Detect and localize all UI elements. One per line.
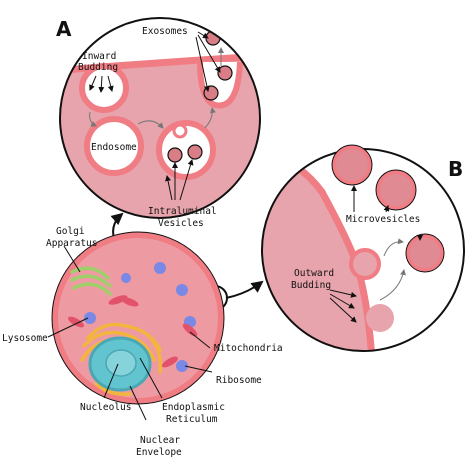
inward-budding-label: Inward (82, 51, 116, 62)
panel-b-letter: B (448, 157, 463, 181)
arrow-mvb-to-surface (204, 107, 216, 129)
exosomes-label: Exosomes (142, 26, 188, 37)
ilv-budding (172, 123, 188, 139)
ribosome-label: Ribosome (216, 375, 262, 386)
golgi-label-2: Apparatus (46, 238, 97, 249)
connector-to-panel-b (225, 280, 264, 299)
ilv-1 (167, 147, 183, 163)
arrow-outward-flow (379, 269, 406, 301)
nuclear-envelope-label-2: Envelope (136, 447, 182, 458)
lysosome-organelle-6 (121, 273, 131, 283)
lysosome-organelle-3 (176, 284, 188, 296)
lysosome-label: Lysosome (2, 333, 48, 344)
panel-b-zoom-circle (261, 144, 465, 352)
mitochondrion-4 (162, 356, 178, 368)
microvesicle-1 (332, 145, 372, 185)
outward-bud (349, 248, 381, 280)
microvesicles-label: Microvesicles (346, 214, 420, 225)
outward-budding-label-2: Budding (291, 280, 331, 291)
exosome-in-pocket-2 (217, 65, 233, 81)
cell (47, 212, 264, 421)
arrow-bud-release (383, 238, 404, 257)
nucleolus-organelle (105, 349, 137, 377)
er-label-2: Reticulum (166, 414, 218, 425)
exosome-in-pocket-1 (203, 85, 219, 101)
panel-a-letter: A (56, 17, 72, 41)
mitochondrion-3 (182, 323, 198, 337)
microvesicle-3 (406, 234, 444, 272)
mitochondrion-5 (121, 297, 139, 307)
intraluminal-label-2: Vesicles (158, 218, 204, 229)
mitochondrion-1 (68, 316, 84, 328)
ilv-2 (187, 144, 203, 160)
mitochondria-label: Mitochondria (214, 343, 283, 354)
outward-budding-label: Outward (294, 268, 334, 279)
microvesicle-2 (376, 170, 416, 210)
endoplasmic-reticulum (80, 322, 163, 397)
er-label: Endoplasmic (162, 402, 225, 413)
lysosome-organelle-5 (176, 360, 188, 372)
lysosome-organelle-2 (154, 262, 166, 274)
arrow-endosome-to-mvb (137, 120, 164, 129)
inward-budding-label-2: Budding (78, 62, 118, 73)
mitochondrion-2 (108, 295, 128, 305)
endosome-organelle (84, 116, 144, 176)
endosome-label: Endosome (91, 142, 137, 153)
golgi-label: Golgi (56, 226, 85, 237)
golgi-apparatus (70, 266, 112, 296)
intraluminal-label: Intraluminal (148, 206, 217, 217)
lysosome-organelle-1 (84, 312, 96, 324)
nuclear-envelope-label: Nuclear (140, 435, 180, 446)
nucleolus-label: Nucleolus (80, 402, 131, 413)
outward-bud-2 (366, 304, 394, 332)
arrow-pit-to-endosome (89, 111, 97, 127)
